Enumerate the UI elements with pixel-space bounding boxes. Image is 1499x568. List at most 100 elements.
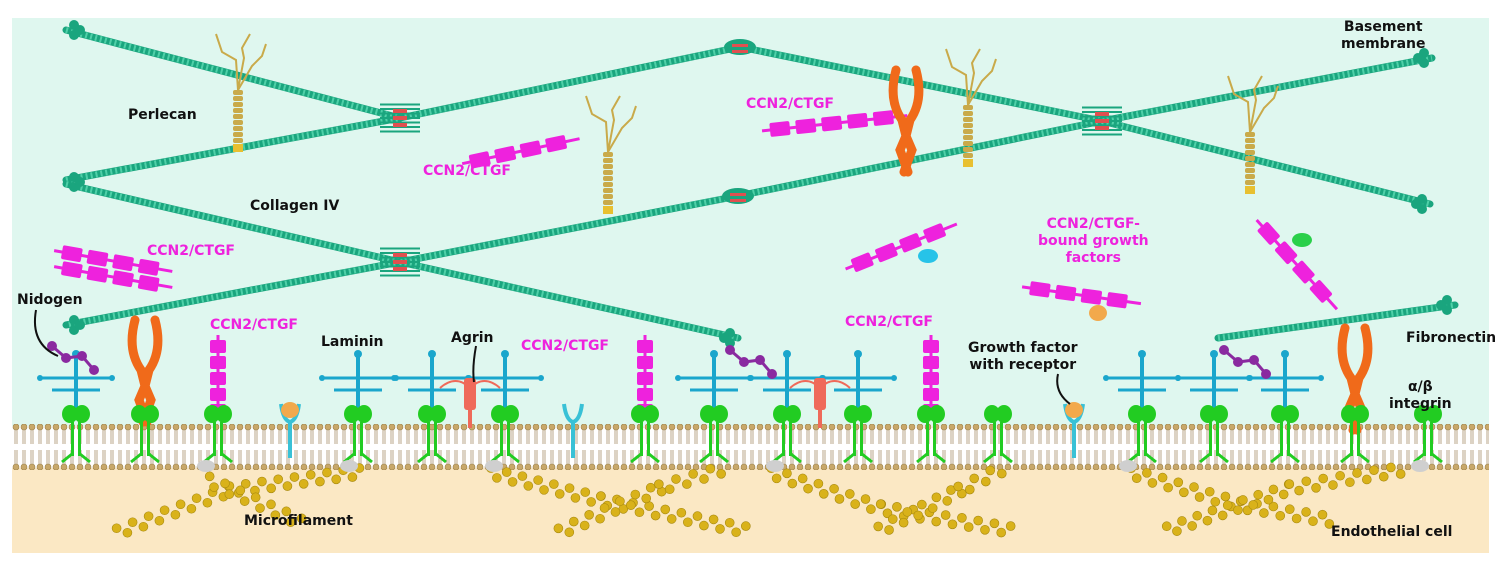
collagen-iv-strand-4 bbox=[1098, 54, 1436, 125]
ctgf-chain-free-2-module bbox=[821, 115, 843, 132]
microfilament-4-monomer bbox=[1157, 472, 1168, 483]
microfilament-3-monomer bbox=[973, 515, 983, 526]
integrin-12-alpha-tm bbox=[993, 422, 996, 456]
laminin-6 bbox=[748, 350, 826, 412]
microfilament-2-monomer bbox=[586, 497, 596, 507]
microfilament-4b-monomer bbox=[1268, 484, 1279, 495]
microfilament-4-monomer bbox=[1147, 478, 1158, 488]
microfilament-3-monomer bbox=[980, 525, 990, 535]
integrin-12-beta-head bbox=[996, 405, 1012, 423]
integrin-15-tails bbox=[1270, 452, 1300, 464]
microfilament-2-monomer bbox=[570, 493, 581, 503]
nidogen-2-globule bbox=[725, 345, 735, 355]
laminin-3-lg-domain bbox=[428, 350, 436, 358]
microfilament-1-monomer bbox=[322, 467, 332, 478]
microfilament-4b-monomer bbox=[1335, 470, 1345, 481]
collagen-junction-1-bond bbox=[393, 123, 407, 127]
ctgf-chain-free-3-module bbox=[112, 254, 134, 272]
integrin-11-alpha-head bbox=[917, 405, 933, 423]
integrin-14-alpha-tm bbox=[1209, 422, 1212, 456]
microfilament-3-monomer bbox=[866, 504, 876, 515]
perlecan-4-gag-chain bbox=[1227, 75, 1251, 133]
integrin-8 bbox=[699, 405, 729, 464]
adaptor-protein-3 bbox=[485, 460, 503, 472]
microfilament-4b-monomer bbox=[1328, 480, 1338, 490]
perlecan-2-core-segment bbox=[603, 188, 613, 193]
perlecan-4-core-segment bbox=[1245, 168, 1255, 173]
microfilament-2b-monomer bbox=[626, 500, 636, 510]
microfilament-4-monomer bbox=[1317, 509, 1328, 520]
microfilament-3b-monomer bbox=[969, 473, 980, 484]
integrin-2-tails bbox=[130, 452, 160, 464]
integrin-6-alpha-head bbox=[491, 405, 507, 423]
collagen-nc1-2-bond bbox=[730, 199, 746, 202]
collagen-iv-strand-12-core bbox=[1214, 301, 1459, 342]
microfilament-2b-monomer bbox=[688, 469, 698, 479]
nidogen-2 bbox=[725, 345, 777, 379]
microfilament-3b-monomer bbox=[913, 510, 923, 521]
nidogen-3-globule bbox=[1261, 369, 1271, 379]
integrin-5-tails bbox=[417, 452, 447, 464]
microfilament-1-monomer bbox=[111, 523, 122, 534]
perlecan-1-core-segment bbox=[233, 108, 243, 113]
microfilament-4b-monomer bbox=[1294, 485, 1304, 496]
integrin-11 bbox=[916, 405, 946, 464]
perlecan-3-core-segment bbox=[963, 147, 973, 152]
bound-growth-factor-3 bbox=[1292, 233, 1312, 247]
microfilament-2b-monomer bbox=[568, 516, 579, 527]
basement-membrane-label-line2: membrane bbox=[1341, 36, 1426, 52]
microfilament-3-monomer bbox=[892, 502, 902, 512]
integrin-15-alpha-head bbox=[1271, 405, 1287, 423]
microfilament-3-monomer bbox=[845, 489, 855, 499]
ctgf-label-1: CCN2/CTGF bbox=[746, 96, 834, 112]
collagen-junction-3-bond bbox=[1095, 126, 1109, 130]
integrin-14-tails bbox=[1199, 452, 1229, 464]
integrin-14-alpha-head bbox=[1200, 405, 1216, 423]
laminin-4-lg-domain bbox=[501, 350, 509, 358]
microfilament-3-monomer bbox=[834, 494, 845, 504]
microfilament-2b-monomer bbox=[671, 474, 681, 484]
perlecan-2-core-segment bbox=[603, 200, 613, 205]
collagen-iv-strand-9 bbox=[1098, 117, 1434, 208]
microfilament-2-monomer bbox=[539, 485, 549, 495]
integrin-1-beta-head bbox=[74, 405, 90, 423]
laminin-8-ln-domain bbox=[1103, 375, 1109, 381]
collagen-iv-label: Collagen IV bbox=[250, 198, 340, 214]
integrin-6 bbox=[490, 405, 520, 464]
microfilament-4b-monomer bbox=[1222, 500, 1233, 511]
perlecan-1 bbox=[215, 33, 267, 152]
growth-factor-receptor-2-tm bbox=[571, 422, 575, 458]
microfilament-2-monomer bbox=[676, 507, 687, 518]
agrin-leader-line bbox=[472, 345, 477, 383]
ctgf-label-4: CCN2/CTGF bbox=[210, 317, 298, 333]
nidogen-3-globule bbox=[1219, 345, 1229, 355]
integrin-3-beta-tm bbox=[220, 422, 223, 456]
integrin-4-beta-tm bbox=[360, 422, 363, 456]
integrin-1-alpha-tm bbox=[71, 422, 74, 456]
ctgf-chain-free-2 bbox=[761, 110, 908, 137]
perlecan-2-anchor bbox=[603, 206, 613, 214]
microfilament-3b-monomer bbox=[884, 525, 894, 535]
integrin-4-alpha-head bbox=[344, 405, 360, 423]
collagen-iv-strand-5-helix bbox=[65, 115, 401, 183]
integrin-14 bbox=[1199, 405, 1229, 464]
microfilament-2b-monomer bbox=[615, 496, 625, 507]
integrin-10-alpha-head bbox=[844, 405, 860, 423]
collagen-iv-strand-4-helix bbox=[1101, 55, 1433, 124]
microfilament-4-monomer bbox=[1275, 510, 1286, 521]
microfilament-4b-monomer bbox=[1263, 494, 1274, 505]
perlecan-2-core-segment bbox=[603, 170, 613, 175]
ctgf-label-2: CCN2/CTGF bbox=[423, 163, 511, 179]
perlecan-4-gag-chain bbox=[1249, 85, 1279, 133]
microfilament-3-monomer bbox=[875, 499, 886, 509]
agrin-1 bbox=[439, 378, 501, 428]
nidogen-2-globule bbox=[755, 355, 765, 365]
microfilament-2b-monomer bbox=[579, 520, 590, 531]
microfilament-4b-monomer bbox=[1318, 473, 1329, 484]
perlecan-4-gag-chain bbox=[1249, 75, 1263, 133]
microfilament-1-monomer bbox=[122, 527, 133, 538]
perlecan-4-core-segment bbox=[1245, 150, 1255, 155]
microfilament-4b-monomer bbox=[1192, 510, 1202, 521]
ctgf-bound-complex-1-module bbox=[850, 252, 874, 272]
integrin-8-alpha-head bbox=[700, 405, 716, 423]
